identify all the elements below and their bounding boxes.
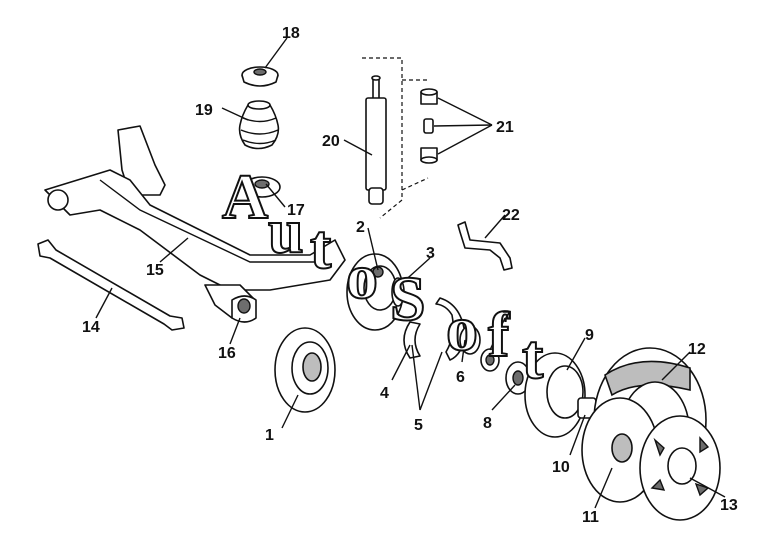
- callout-8: 8: [483, 415, 492, 432]
- part-wheel-bearing: [459, 325, 500, 372]
- watermark-letter: f: [488, 299, 510, 370]
- callout-17: 17: [287, 202, 305, 219]
- callout-10: 10: [552, 459, 570, 476]
- part-wheel-rim: [639, 415, 721, 521]
- callout-20: 20: [322, 133, 340, 150]
- watermark-letter: S: [390, 263, 426, 334]
- callout-6: 6: [456, 369, 465, 386]
- watermark-letter: t: [310, 211, 332, 282]
- part-spring-seat: [243, 176, 281, 198]
- part-brake-hose: [457, 221, 513, 271]
- watermark-letter: u: [268, 195, 304, 266]
- part-fasteners: [420, 88, 438, 164]
- part-top-mount-cap: [241, 66, 279, 87]
- callout-2: 2: [356, 219, 365, 236]
- watermark-letter: t: [522, 321, 544, 392]
- part-rear-axle-beam: [44, 125, 346, 319]
- leader-lines: [95, 37, 726, 509]
- watermark-letter: A: [222, 161, 268, 232]
- part-tie-rod: [37, 239, 185, 331]
- part-hub-flange: [524, 352, 597, 438]
- callout-5: 5: [414, 417, 423, 434]
- callout-21: 21: [496, 119, 514, 136]
- watermark-letter: o: [446, 293, 478, 364]
- part-brake-backing-plate: [274, 327, 336, 413]
- part-shock-absorber: [365, 75, 387, 205]
- callout-16: 16: [218, 345, 236, 362]
- guide-lines-shock: [362, 57, 429, 219]
- callout-15: 15: [146, 262, 164, 279]
- callout-13: 13: [720, 497, 738, 514]
- part-axle-bush: [231, 295, 257, 323]
- callout-12: 12: [688, 341, 706, 358]
- callout-18: 18: [282, 25, 300, 42]
- callout-19: 19: [195, 102, 213, 119]
- watermark-letter: o: [346, 241, 378, 312]
- callout-22: 22: [502, 207, 520, 224]
- callout-3: 3: [426, 245, 435, 262]
- callout-14: 14: [82, 319, 100, 336]
- callout-1: 1: [265, 427, 274, 444]
- watermark: A u t o S o f t: [221, 160, 545, 393]
- part-drum-brake-assembly: [346, 253, 405, 331]
- part-bump-stop-bellows: [238, 100, 280, 150]
- callout-labels: 1 2 3 4 5 6 7 8 9 10 11 12 13 14 15 16 1…: [82, 25, 738, 526]
- callout-9: 9: [585, 327, 594, 344]
- callout-11: 11: [582, 509, 599, 526]
- callout-4: 4: [380, 385, 389, 402]
- callout-7: 7: [502, 309, 511, 326]
